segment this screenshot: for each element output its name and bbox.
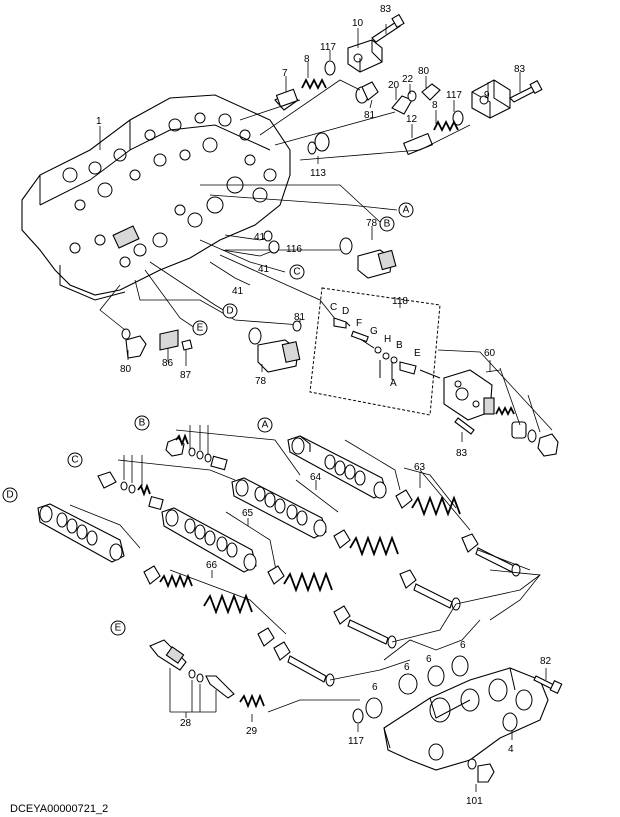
callout-6-d: 6 [372,682,378,693]
callout-6-b: 6 [426,654,432,665]
callout-64: 64 [310,472,322,483]
callout-labels: 1 83 10 117 8 7 20 22 80 9 83 117 8 81 1… [96,4,552,807]
leader-lines [99,24,547,792]
callout-7: 7 [282,68,288,79]
kit-letter-h: H [384,334,391,345]
connection-lines [99,184,398,331]
callout-10: 10 [352,18,364,29]
ref-a-top: A [403,205,410,216]
callout-87: 87 [180,370,192,381]
callout-113: 113 [310,168,326,179]
assembly-60 [437,349,559,457]
spool-row-d [37,503,141,563]
callout-83-assy: 83 [456,448,468,459]
kit-letter-f: F [356,318,362,329]
callout-4: 4 [508,744,514,755]
callout-78-upper: 78 [366,218,378,229]
callout-80-left: 80 [120,364,132,375]
callout-41-a: 41 [254,232,266,243]
ref-b-top: B [384,219,391,230]
callout-78-lower: 78 [255,376,267,387]
kit-letters: C D F G H B E A [330,302,421,389]
kit-letter-e: E [414,348,421,359]
end-cap [352,569,563,783]
callout-8-right: 8 [432,100,438,111]
callout-63: 63 [414,462,426,473]
callout-82: 82 [540,656,552,667]
drawing-code: DCEYA00000721_2 [10,803,108,815]
spool-65 [161,507,277,573]
callout-66: 66 [206,560,218,571]
ref-c-top: C [293,267,300,278]
spool-row-e [149,639,360,713]
kit-118-box [309,287,441,416]
spring-65 [267,565,457,649]
kit-letter-g: G [370,326,378,337]
callout-60: 60 [484,348,496,359]
ref-e-top: E [197,323,204,334]
callout-81-top: 81 [364,110,376,121]
callout-28: 28 [180,718,192,729]
spool-64 [231,477,339,539]
reference-marks: A B C D E A B C D E [2,202,414,636]
callout-81-lower: 81 [294,312,306,323]
kit-letter-d: D [342,306,349,317]
spool-row-c [97,455,236,511]
callout-83-top: 83 [380,4,392,15]
callout-117-top: 117 [320,42,336,53]
kit-letter-b: B [396,340,403,351]
callout-22: 22 [402,74,414,85]
spool-row-a [287,435,401,499]
top-parts [239,13,543,161]
callout-6-a: 6 [404,662,410,673]
spool-row-b [165,425,301,476]
valve-body [21,94,291,301]
relief-valves [121,230,397,373]
kit-letter-c: C [330,302,337,313]
callout-117-right: 117 [446,90,462,101]
ref-b-spool: B [139,418,146,429]
ref-d-top: D [226,306,233,317]
callout-65: 65 [242,508,254,519]
ref-c-spool: C [71,455,78,466]
callout-1: 1 [96,116,102,127]
callout-6-c: 6 [460,640,466,651]
callout-101: 101 [466,796,483,807]
callout-41-c: 41 [232,286,244,297]
callout-83-right: 83 [514,64,526,75]
callout-80-top: 80 [418,66,430,77]
ref-d-spool: D [6,490,13,501]
callout-117-bottom: 117 [348,736,364,747]
callout-118: 118 [392,296,408,307]
callout-8-top: 8 [304,54,310,65]
callout-9: 9 [484,90,490,101]
callout-12: 12 [406,114,418,125]
callout-41-b: 41 [258,264,270,275]
spring-66 [143,565,411,687]
spring-63 [395,467,531,577]
ref-a-spool: A [262,420,269,431]
callout-20: 20 [388,80,400,91]
callout-29: 29 [246,726,258,737]
kit-letter-a: A [390,378,397,389]
ref-e-spool: E [115,623,122,634]
callout-86: 86 [162,358,174,369]
callout-116: 116 [286,244,302,255]
